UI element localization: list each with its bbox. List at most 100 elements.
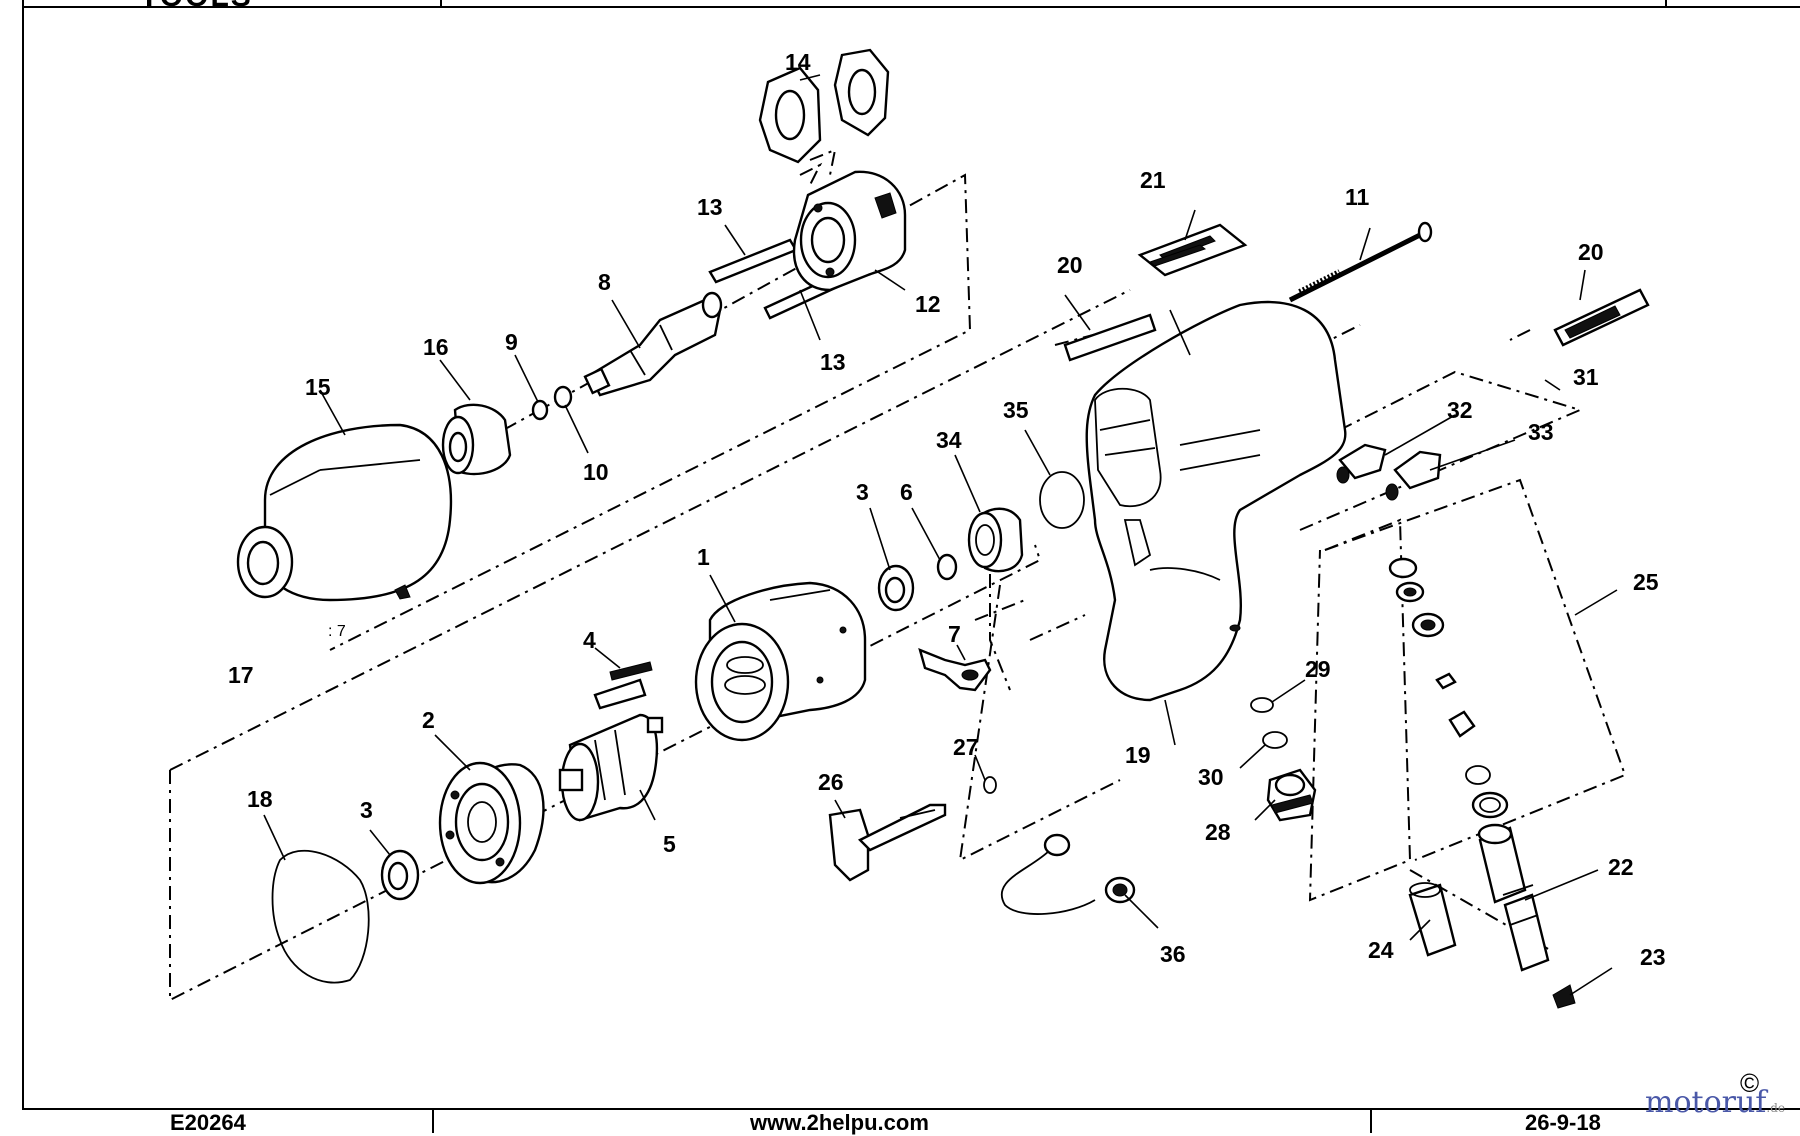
callout-25: 25 xyxy=(1633,569,1659,595)
callout-5: 5 xyxy=(663,831,676,857)
label-axis xyxy=(1509,329,1531,341)
callout-36: 36 xyxy=(1160,941,1186,967)
callout-30: 30 xyxy=(1198,764,1224,790)
part-29-o-ring xyxy=(1250,697,1274,713)
part-30-o-ring xyxy=(1262,731,1288,749)
footer-divider xyxy=(1370,1108,1372,1133)
callout-1: 1 xyxy=(697,544,710,570)
part-18-gasket xyxy=(271,849,370,984)
callout-18: 18 xyxy=(247,786,273,812)
part-3-bearing-rear xyxy=(380,849,420,901)
socket-retainer-axis xyxy=(809,148,837,176)
part-11-tie-bolt xyxy=(1288,221,1433,303)
part-16-front-bushing xyxy=(441,403,512,476)
callout-11: 11 xyxy=(1345,184,1370,210)
watermark-text: motoruf xyxy=(1645,1085,1767,1120)
header-divider xyxy=(1665,0,1667,6)
part-33-trigger-button xyxy=(1385,450,1442,501)
part-23-filter-screen xyxy=(1552,984,1576,1009)
callout-22: 22 xyxy=(1608,854,1634,880)
assembly-outline-axis xyxy=(169,289,1131,771)
part-1-cylinder xyxy=(694,581,867,742)
frame-left-border xyxy=(22,0,24,1110)
callout-8: 8 xyxy=(598,269,611,295)
footer-bar xyxy=(22,1108,1800,1135)
part-32-trigger xyxy=(1336,443,1387,484)
part-3-bearing-front xyxy=(877,564,915,612)
part-35-gasket xyxy=(1039,471,1085,529)
part-12-hammer-cage xyxy=(792,170,907,292)
leader-lines xyxy=(263,74,1618,996)
part-7-spring xyxy=(918,647,992,692)
part-27-o-ring xyxy=(983,776,997,794)
part-4-vane xyxy=(593,678,647,710)
part-21-nameplate xyxy=(1137,223,1248,277)
callout-labels: 1 2 3 3 4 5 6 7 8 9 10 11 12 13 13 14 15… xyxy=(228,49,1666,970)
callout-29: 29 xyxy=(1305,656,1331,682)
callout-12: 12 xyxy=(915,291,941,317)
callout-31: 31 xyxy=(1573,364,1599,390)
part-26-reverse-valve xyxy=(828,803,947,882)
callout-17-small: : 7 xyxy=(328,623,346,640)
callout-16: 16 xyxy=(423,334,449,360)
part-9-ring xyxy=(531,399,549,421)
footer-drawing-code: E20264 xyxy=(170,1110,246,1135)
part-36-cap-tether xyxy=(1001,833,1136,915)
part-15-hammer-case xyxy=(236,423,453,602)
callout-27: 27 xyxy=(953,734,979,760)
footer-date: 26-9-18 xyxy=(1525,1110,1601,1135)
callout-19: 19 xyxy=(1125,742,1151,768)
valve-axis-line xyxy=(974,599,1026,621)
part-5-rotor xyxy=(558,713,664,822)
callout-32: 32 xyxy=(1447,397,1473,423)
callout-9: 9 xyxy=(505,329,518,355)
callout-17: 17 xyxy=(228,662,254,688)
part-6-ring xyxy=(936,553,958,581)
callout-20: 20 xyxy=(1057,252,1083,278)
watermark-logo: motoruf.de xyxy=(1645,1085,1785,1120)
callout-33: 33 xyxy=(1528,419,1554,445)
callout-3: 3 xyxy=(360,797,373,823)
callout-6: 6 xyxy=(900,479,913,505)
callout-35: 35 xyxy=(1003,397,1029,423)
part-10-o-ring xyxy=(553,385,573,409)
part-24-sleeve xyxy=(1408,882,1457,957)
part-25-throttle-valve-stack xyxy=(1388,557,1509,819)
assembly-outline-trigger xyxy=(1279,370,1583,531)
part-19-housing xyxy=(1085,300,1347,702)
header-logo: TOOLS xyxy=(140,0,253,14)
footer-url[interactable]: www.2helpu.com xyxy=(750,1110,929,1135)
callout-2: 2 xyxy=(422,707,435,733)
footer-divider xyxy=(432,1108,434,1133)
header-bar xyxy=(22,0,1800,8)
callout-14: 14 xyxy=(785,49,811,75)
callout-21: 21 xyxy=(1140,167,1166,193)
part-20-label-left xyxy=(1063,313,1157,362)
callout-26: 26 xyxy=(818,769,844,795)
exhaust-axis-line xyxy=(1029,614,1086,641)
throttle-axis-line xyxy=(989,545,1011,691)
watermark-tld: .de xyxy=(1766,1101,1786,1115)
assembly-outline-throttle xyxy=(1308,518,1412,902)
callout-15: 15 xyxy=(305,374,331,400)
callout-4: 4 xyxy=(583,627,596,653)
callout-7: 7 xyxy=(948,621,961,647)
copyright-symbol: © xyxy=(1740,1068,1760,1098)
part-28-exhaust-deflector xyxy=(1266,768,1317,822)
part-20-label-right xyxy=(1553,288,1650,347)
callout-10: 10 xyxy=(583,459,609,485)
part-4-vane-blade xyxy=(609,661,653,681)
inlet-axis-line xyxy=(1409,869,1551,951)
callout-20: 20 xyxy=(1578,239,1604,265)
callout-13: 13 xyxy=(697,194,723,220)
callout-13: 13 xyxy=(820,349,846,375)
part-34-front-plate xyxy=(967,507,1024,573)
callout-28: 28 xyxy=(1205,819,1231,845)
callout-3: 3 xyxy=(856,479,869,505)
header-divider xyxy=(440,0,442,6)
callout-24: 24 xyxy=(1368,937,1394,963)
callout-23: 23 xyxy=(1640,944,1666,970)
part-8-anvil xyxy=(583,291,723,397)
